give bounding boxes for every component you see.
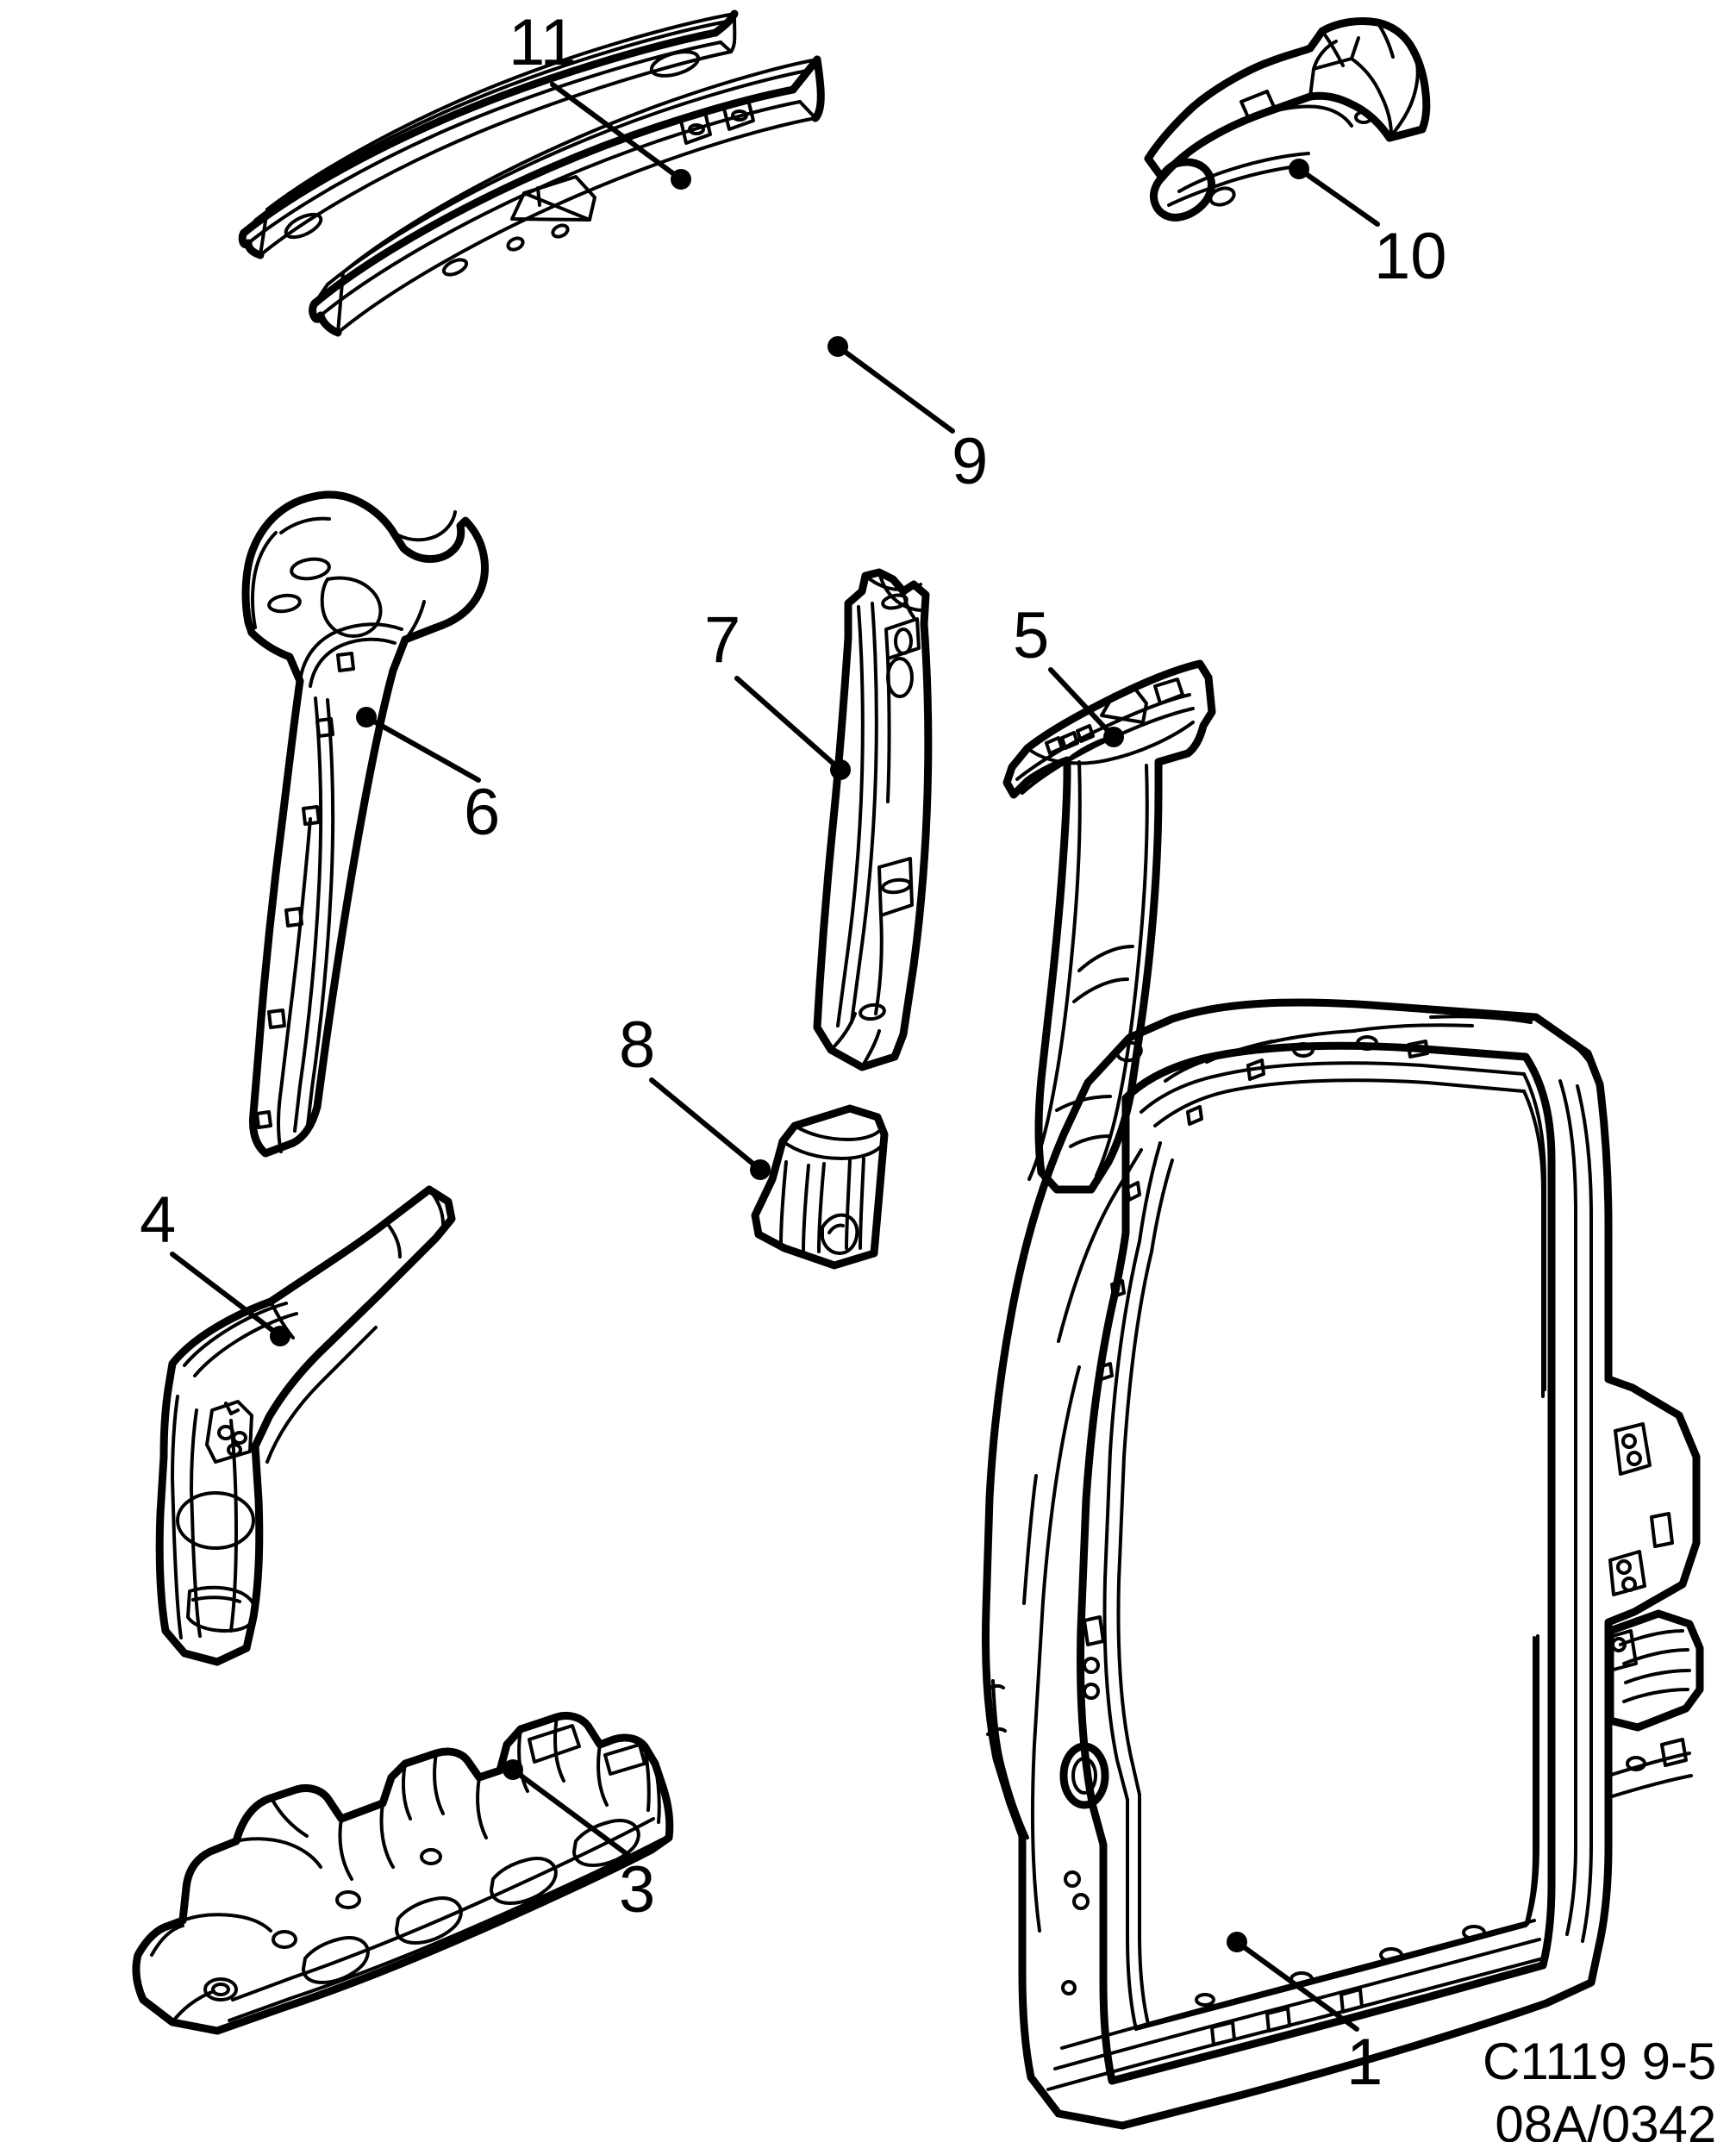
callout-label-6[interactable]: 6 xyxy=(464,776,501,849)
leader-11 xyxy=(550,82,684,182)
leader-dot-10 xyxy=(1289,159,1309,179)
part-9-roof-side-rail xyxy=(309,55,825,337)
callout-label-1[interactable]: 1 xyxy=(1346,2026,1383,2099)
leader-9 xyxy=(835,344,955,434)
leader-7 xyxy=(734,676,843,772)
document-reference: C1119 9-5 08A/0342 xyxy=(1483,2030,1716,2142)
leader-dot-8 xyxy=(750,1159,771,1180)
leader-8 xyxy=(649,1077,763,1172)
callout-label-8[interactable]: 8 xyxy=(619,1009,656,1082)
document-reference-line1: C1119 9-5 xyxy=(1483,2033,1717,2090)
callout-label-11[interactable]: 11 xyxy=(509,6,577,79)
leader-dot-11 xyxy=(671,169,691,190)
part-8-reinforcement-bracket xyxy=(751,1104,889,1270)
leader-3 xyxy=(510,1767,632,1858)
leader-dots xyxy=(270,159,1309,1952)
leader-dot-9 xyxy=(827,336,848,357)
part-7-center-pillar-inner xyxy=(813,568,933,1071)
part-11-roof-rail-reinforcement xyxy=(238,9,739,259)
leader-6 xyxy=(364,715,481,783)
leader-dot-5 xyxy=(1103,727,1124,747)
document-reference-line2: 08A/0342 xyxy=(1495,2095,1717,2142)
part-10-roof-rail-bracket xyxy=(1144,16,1431,222)
leader-dot-6 xyxy=(356,707,377,728)
leader-10 xyxy=(1296,166,1380,227)
leader-4 xyxy=(170,1252,283,1339)
leader-dot-1 xyxy=(1227,1932,1247,1952)
callout-label-5[interactable]: 5 xyxy=(1013,599,1050,672)
leader-dot-3 xyxy=(503,1759,523,1780)
callout-label-4[interactable]: 4 xyxy=(140,1183,177,1257)
callout-label-3[interactable]: 3 xyxy=(619,1853,656,1927)
leader-5 xyxy=(1048,667,1116,740)
leader-lines xyxy=(170,82,1380,2032)
part-1-body-side-outer-panel xyxy=(982,998,1704,2130)
leader-dot-7 xyxy=(830,759,851,780)
leader-1 xyxy=(1234,1939,1359,2032)
part-4-hinge-pillar-inner xyxy=(155,1185,456,1666)
part-3-rocker-sill-inner xyxy=(132,1711,674,2035)
callout-label-10[interactable]: 10 xyxy=(1374,220,1447,293)
callout-label-7[interactable]: 7 xyxy=(704,603,741,677)
leader-dot-4 xyxy=(270,1326,290,1346)
callout-label-9[interactable]: 9 xyxy=(952,425,989,498)
part-6-front-pillar-inner xyxy=(241,490,489,1158)
